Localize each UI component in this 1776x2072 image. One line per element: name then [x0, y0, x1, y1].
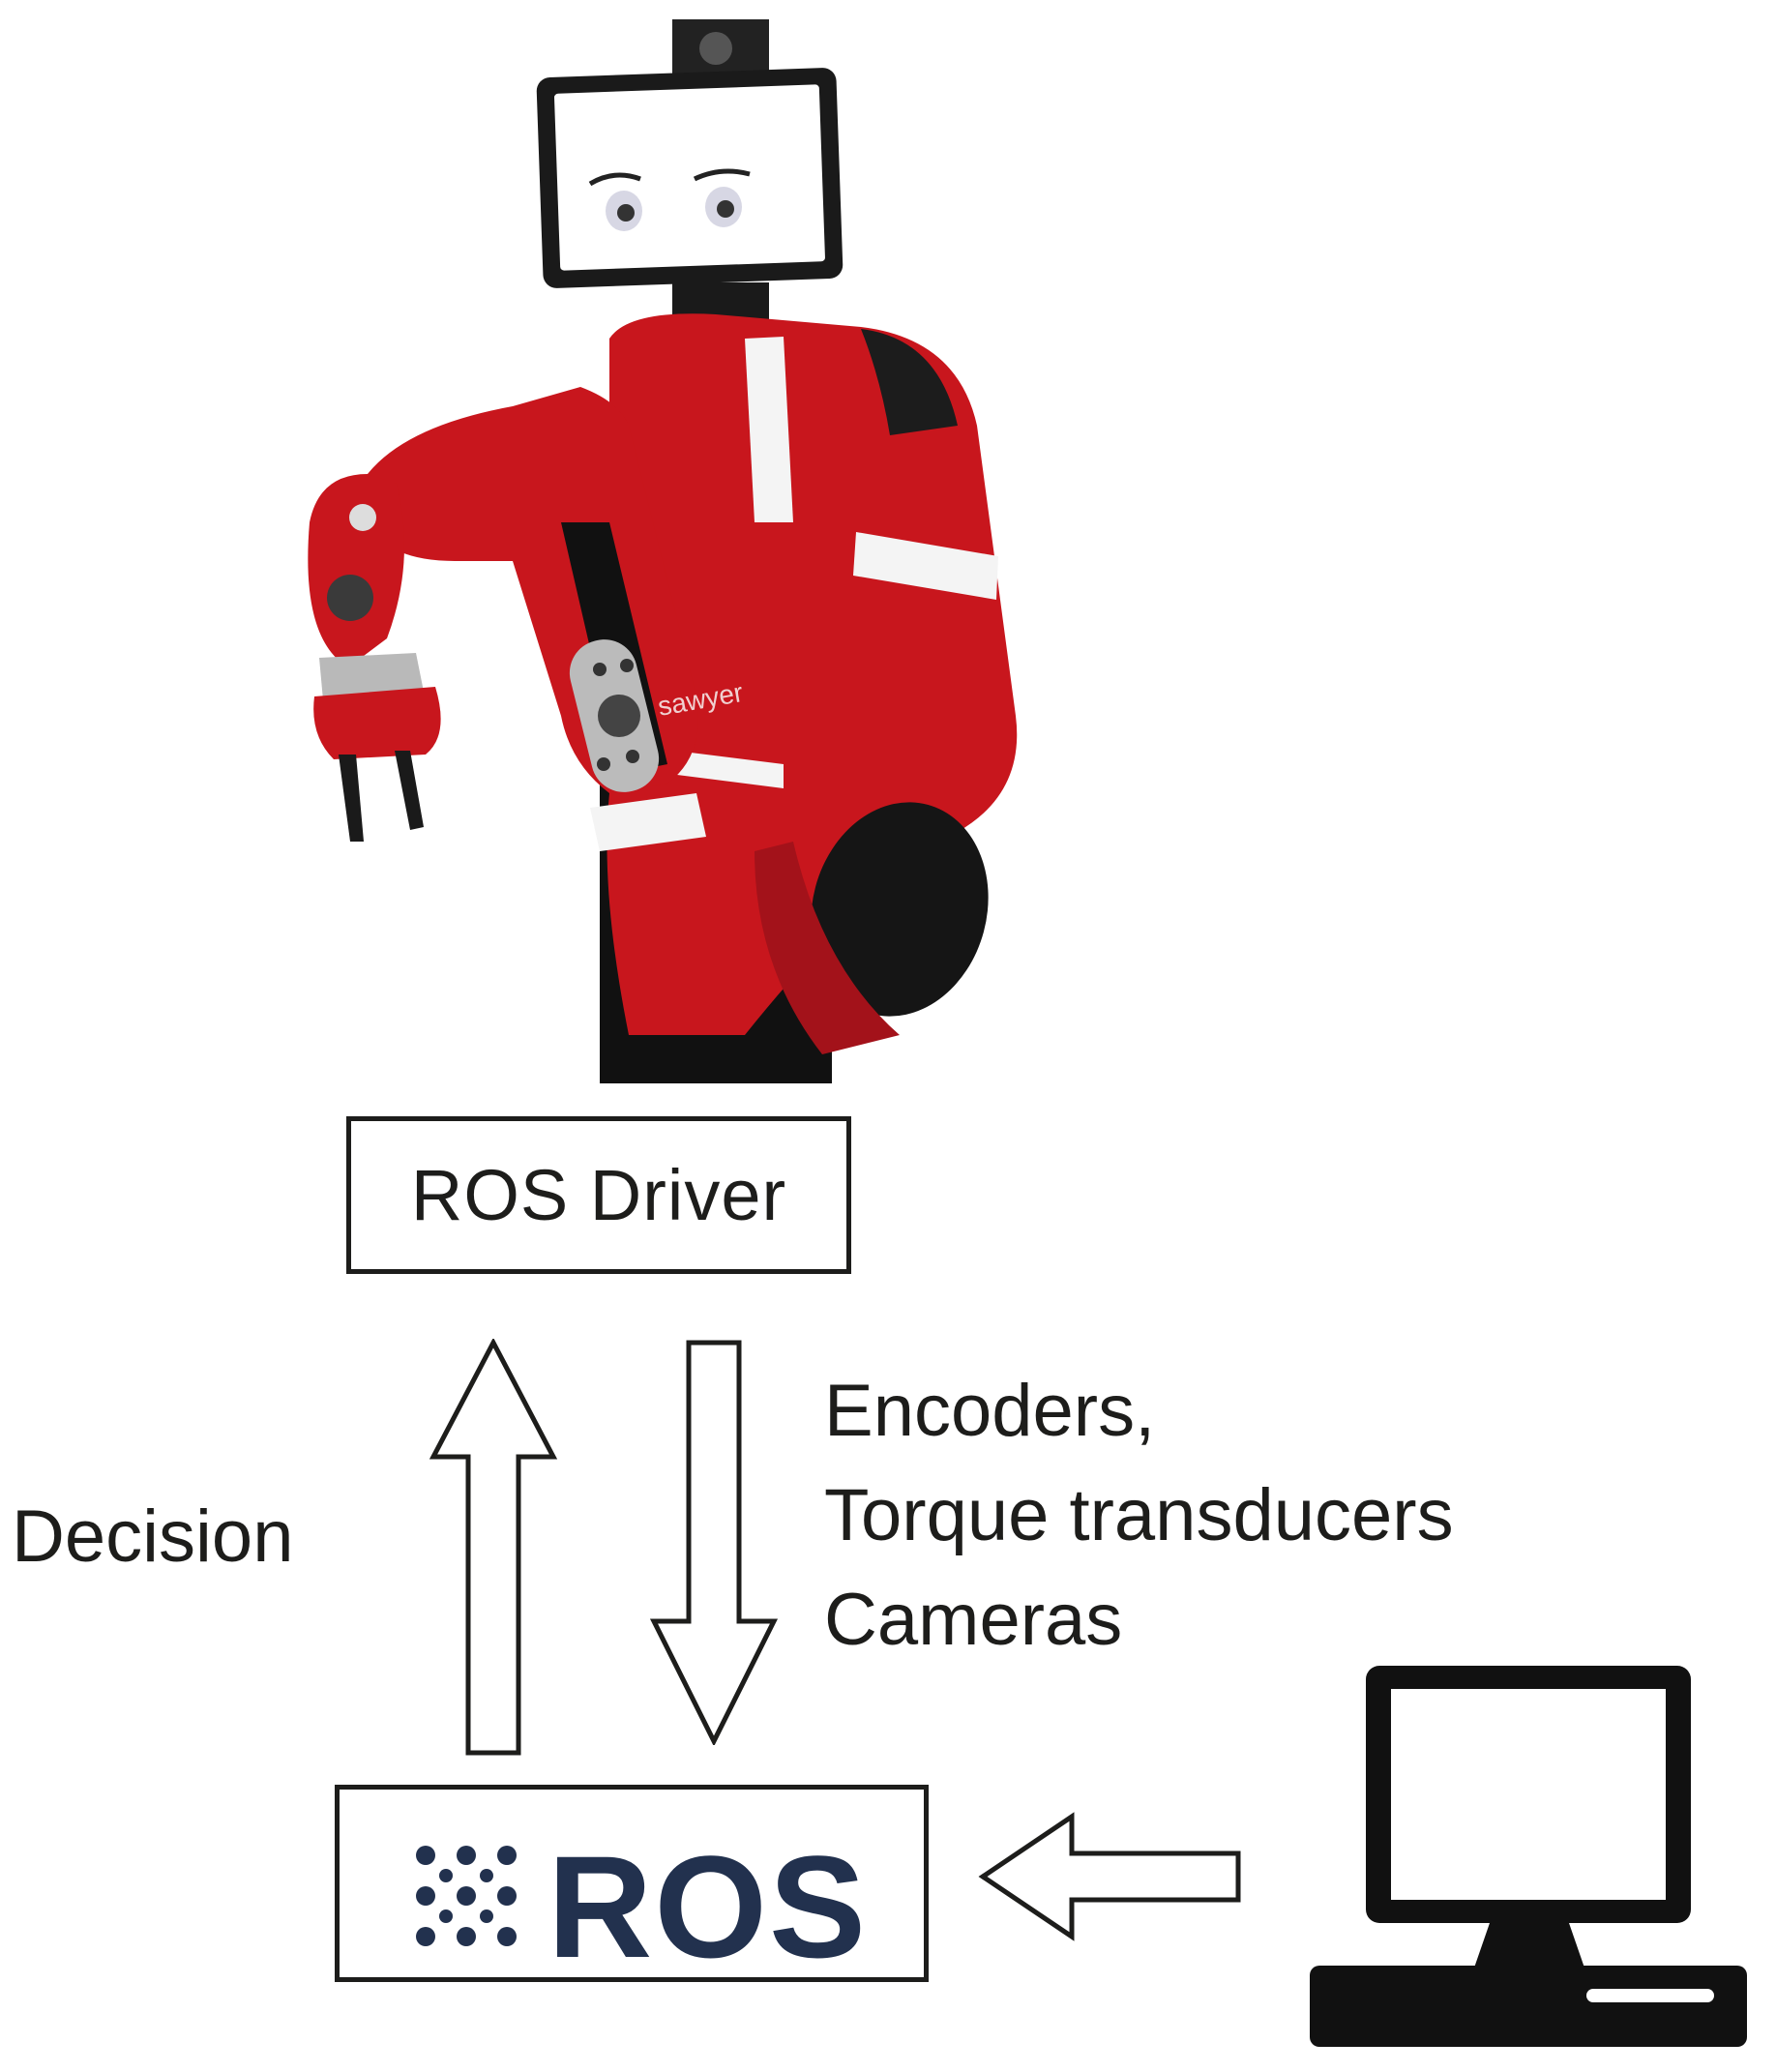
- ros-dots-logo-icon: [416, 1846, 517, 1946]
- sensor-label-cameras: Cameras: [824, 1579, 1123, 1661]
- ros-label: ROS: [548, 1825, 869, 1988]
- robot-arm-icon: sawyer: [308, 19, 1018, 1083]
- ros-node: ROS: [335, 1785, 929, 1982]
- desktop-computer-icon: [1310, 1666, 1747, 2047]
- computer-to-ros-arrow: [978, 1812, 1241, 1941]
- sensor-data-arrow: [649, 1340, 779, 1745]
- gripper: [313, 687, 441, 759]
- elbow-joint: [811, 802, 989, 1017]
- ros-driver-node: ROS Driver: [346, 1116, 851, 1274]
- sensor-label-torque: Torque transducers: [824, 1474, 1454, 1556]
- ros-driver-label: ROS Driver: [410, 1155, 787, 1235]
- sensor-label-encoders: Encoders,: [824, 1370, 1156, 1452]
- decision-arrow: [429, 1339, 558, 1756]
- decision-label: Decision: [12, 1495, 294, 1578]
